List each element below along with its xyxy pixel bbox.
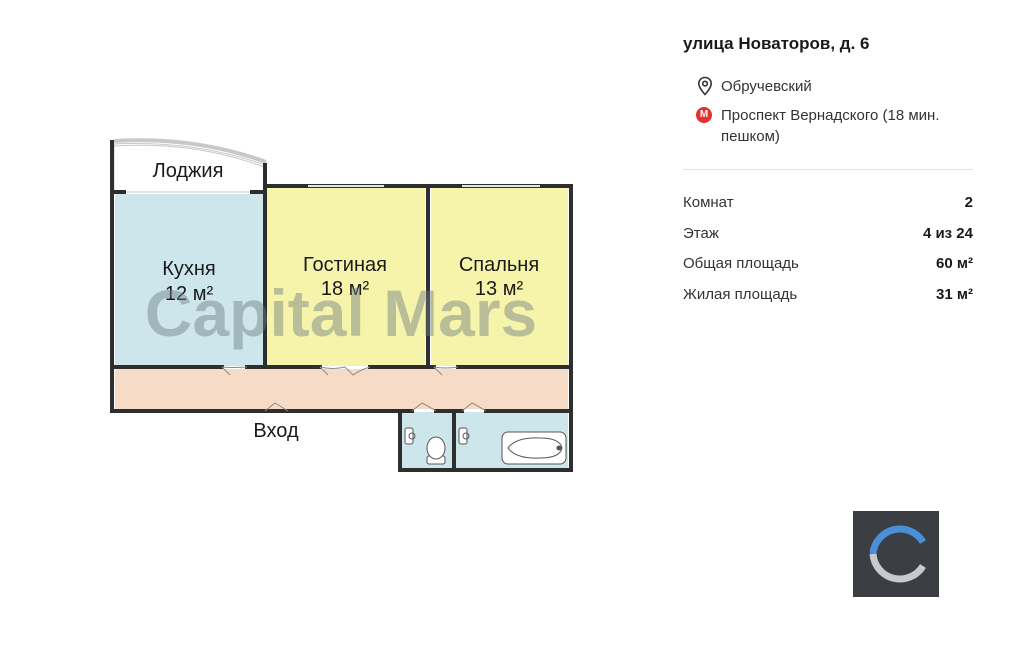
floor-plan: Лоджия Кухня 12 м² Гостиная 18 м² Спальн… [110, 138, 573, 472]
stat-row-rooms: Комнат 2 [683, 192, 973, 213]
living-room-name: Гостиная [303, 254, 387, 276]
stat-value: 4 из 24 [922, 224, 973, 242]
stat-label: Жилая площадь [683, 285, 798, 303]
stat-value: 60 м² [936, 255, 973, 272]
stat-label: Общая площадь [683, 255, 799, 272]
logo-c-icon [869, 525, 926, 583]
stat-row-floor: Этаж 4 из 24 [683, 223, 973, 244]
bedroom-name: Спальня [459, 254, 539, 276]
corridor-floor [115, 369, 568, 409]
listing-info-panel: улица Новаторов, д. 6 Обручевский М Прос… [683, 32, 973, 314]
district-row: Обручевский [683, 76, 973, 97]
divider [683, 169, 973, 170]
bedroom-area: 13 м² [475, 278, 524, 300]
stats-list: Комнат 2 Этаж 4 из 24 Общая площадь 60 м… [683, 192, 973, 305]
metro-station: Проспект Вернадского (18 мин. пешком) [721, 107, 940, 145]
metro-icon: М [695, 105, 715, 125]
living-room-floor [267, 188, 425, 366]
location-pin-icon [695, 76, 715, 96]
metro-row: М Проспект Вернадского (18 мин. пешком) [683, 105, 973, 147]
stat-label: Этаж [683, 224, 719, 242]
doors [221, 366, 487, 412]
district-name: Обручевский [721, 78, 812, 95]
metro-badge: М [696, 107, 712, 123]
stat-value: 2 [964, 194, 973, 211]
living-room-area: 18 м² [321, 278, 370, 300]
loggia-label: Лоджия [153, 160, 224, 182]
entrance-label: Вход [253, 420, 299, 442]
kitchen-name: Кухня [162, 258, 216, 280]
loggia-window [113, 138, 267, 164]
stat-row-total-area: Общая площадь 60 м² [683, 253, 973, 274]
agency-logo [853, 511, 939, 597]
listing-address: улица Новаторов, д. 6 [683, 34, 870, 53]
bedroom-floor [431, 188, 568, 366]
stat-label: Комнат [683, 194, 734, 211]
kitchen-area: 12 м² [165, 283, 214, 305]
stat-value: 31 м² [936, 285, 973, 303]
watermark: Capital Mars [145, 276, 537, 350]
stat-row-living-area: Жилая площадь 31 м² [683, 284, 973, 305]
plumbing-fixtures [404, 427, 567, 465]
kitchen-floor [115, 194, 263, 366]
